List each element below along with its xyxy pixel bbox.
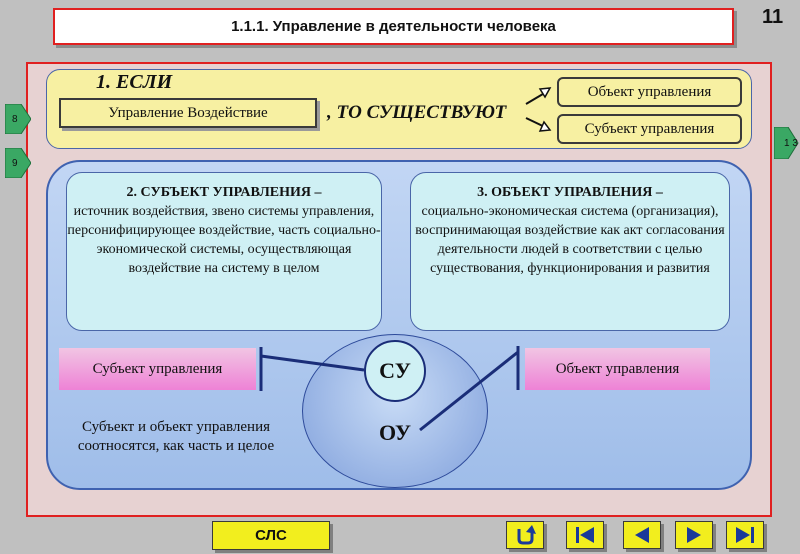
right-arrow-icon	[773, 126, 799, 160]
right-arrow-icon	[4, 103, 32, 135]
nav-slide-9-button[interactable]: 9	[4, 147, 32, 179]
page-title-text: 1.1.1. Управление в деятельности человек…	[231, 18, 556, 35]
prev-icon	[635, 527, 649, 543]
subject-definition-title: 2. СУБЪЕКТ УПРАВЛЕНИЯ –	[126, 185, 322, 200]
then-label: , ТО СУЩЕСТВУЮТ	[327, 102, 507, 123]
ou-label: ОУ	[379, 420, 412, 445]
first-slide-button[interactable]	[566, 521, 604, 549]
return-icon	[517, 525, 536, 545]
object-definition-title: 3. ОБЪЕКТ УПРАВЛЕНИЯ –	[477, 185, 663, 200]
nav-slide-8-label: 8	[12, 113, 18, 125]
subject-bar-label: Субъект управления	[92, 360, 223, 377]
subject-button-label: Субъект управления	[584, 120, 715, 137]
last-slide-button[interactable]	[726, 521, 764, 549]
object-button[interactable]: Объект управления	[557, 77, 742, 107]
relation-text: Субъект и объект управления соотносятся,…	[77, 419, 275, 454]
prev-slide-button[interactable]	[623, 521, 661, 549]
nav-slide-13-button[interactable]: 1 3	[773, 126, 800, 160]
page-title: 1.1.1. Управление в деятельности человек…	[53, 8, 734, 45]
last-icon	[736, 527, 754, 543]
object-bar: Объект управления	[525, 348, 710, 390]
object-button-label: Объект управления	[587, 83, 712, 100]
subject-button[interactable]: Субъект управления	[557, 114, 742, 144]
management-box-label: Управление Воздействие	[108, 104, 268, 121]
nav-slide-13-label: 1 3	[784, 137, 798, 149]
object-definition-text: социально-экономическая система (организ…	[415, 204, 725, 276]
next-icon	[687, 527, 701, 543]
object-bar-label: Объект управления	[555, 360, 680, 377]
next-slide-button[interactable]	[675, 521, 713, 549]
if-label: 1. ЕСЛИ	[96, 71, 173, 93]
nav-slide-9-label: 9	[12, 157, 18, 169]
subject-bar: Субъект управления	[59, 348, 256, 390]
return-button[interactable]	[506, 521, 544, 549]
page-number: 11	[762, 6, 784, 28]
su-label: СУ	[379, 358, 411, 383]
slc-button-label: СЛС	[255, 527, 287, 544]
object-definition-box: 3. ОБЪЕКТ УПРАВЛЕНИЯ – социально-экономи…	[410, 172, 730, 331]
right-arrow-icon	[4, 147, 32, 179]
su-circle: СУ	[364, 340, 426, 402]
subject-definition-box: 2. СУБЪЕКТ УПРАВЛЕНИЯ – источник воздейс…	[66, 172, 382, 331]
first-icon	[576, 527, 594, 543]
nav-slide-8-button[interactable]: 8	[4, 103, 32, 135]
slc-button[interactable]: СЛС	[212, 521, 330, 550]
management-box: Управление Воздействие	[59, 98, 317, 128]
subject-definition-text: источник воздействия, звено системы упра…	[67, 204, 381, 276]
